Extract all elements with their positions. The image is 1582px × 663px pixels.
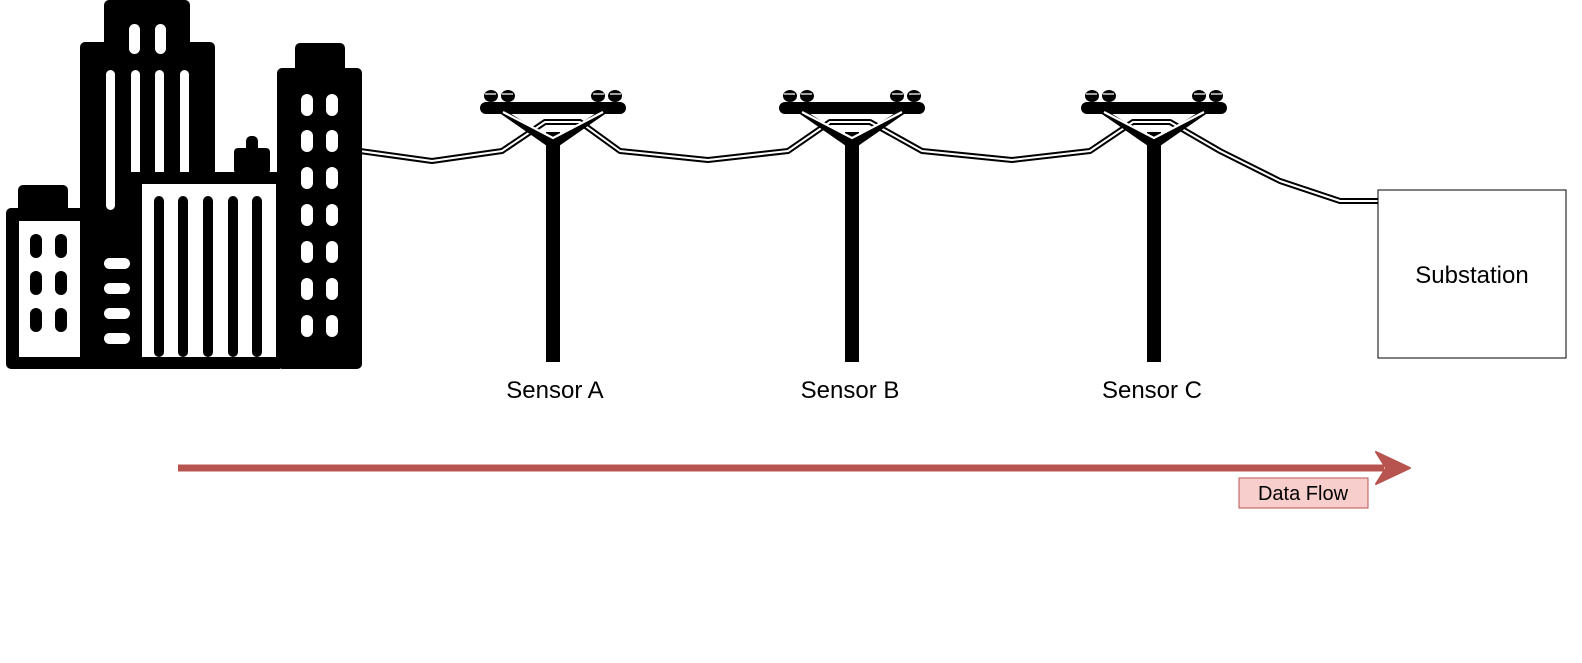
data-flow-label: Data Flow [1258,483,1349,505]
power-lines [359,119,1378,204]
city-buildings-icon [6,0,362,369]
sensor-a-label: Sensor A [506,377,603,404]
utility-pole-a [478,88,628,364]
utility-pole-b [777,88,927,364]
utility-pole-c [1079,88,1229,364]
utility-pole-icon [777,88,927,364]
sensor-c-label: Sensor C [1102,377,1202,404]
sensor-b-label: Sensor B [801,377,900,404]
data-flow-label-box: Data Flow [1238,477,1369,509]
utility-pole-icon [1079,88,1229,364]
substation-label: Substation [1415,262,1528,289]
substation-box: Substation [1377,189,1567,359]
data-flow-arrow [178,451,1411,485]
utility-pole-icon [478,88,628,364]
